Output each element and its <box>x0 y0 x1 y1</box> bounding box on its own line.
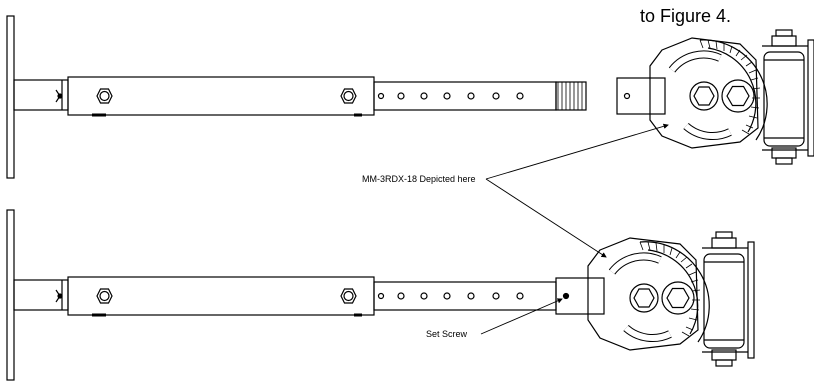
outer-tube <box>67 276 375 316</box>
threaded-end <box>555 81 587 111</box>
leader-line <box>485 178 607 258</box>
callout-model: MM-3RDX-18 Depicted here <box>362 123 669 258</box>
adjustment-holes <box>377 92 524 100</box>
callout-model-label: MM-3RDX-18 Depicted here <box>362 174 476 184</box>
leader-line <box>485 123 669 180</box>
roller-head <box>616 29 814 165</box>
caption-text: to Figure 4. <box>640 6 731 26</box>
bottom-assembly <box>6 209 755 381</box>
top-assembly <box>6 15 814 179</box>
hex-bolt <box>96 288 113 304</box>
inner-tube <box>373 281 557 311</box>
outer-tube <box>67 76 375 116</box>
hex-bolt <box>340 88 357 104</box>
callout-set-screw-label: Set Screw <box>426 329 468 339</box>
callout-set-screw: Set Screw <box>426 298 563 339</box>
mounting-plate <box>6 209 15 381</box>
hex-bolt <box>340 288 357 304</box>
adjustment-holes <box>377 292 524 300</box>
set-screw <box>562 292 570 300</box>
mounting-plate <box>6 15 15 179</box>
inner-tube <box>373 81 557 111</box>
head-socket <box>555 277 605 315</box>
leader-line <box>480 298 563 335</box>
roller-head <box>587 231 755 367</box>
hex-bolt <box>96 88 113 104</box>
